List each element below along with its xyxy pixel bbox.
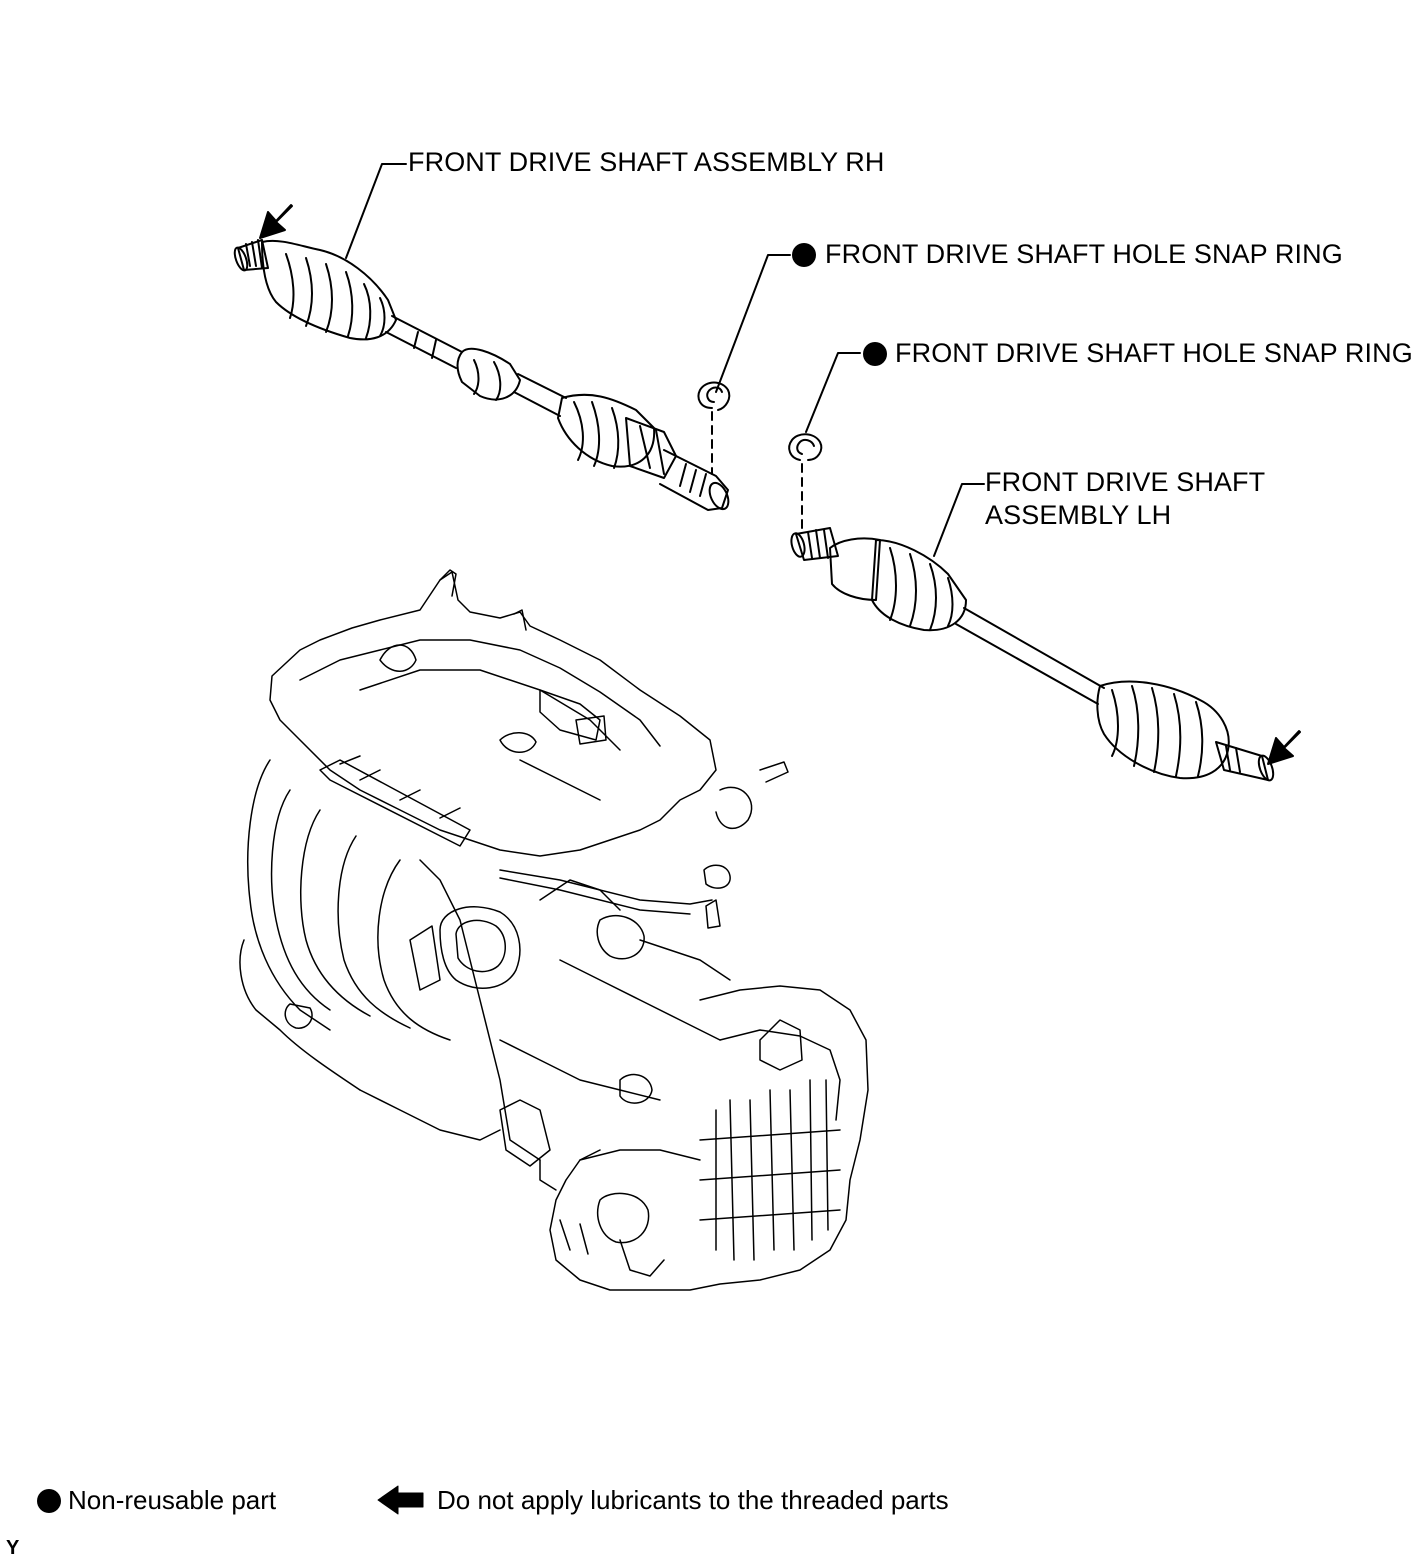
legend-non-reusable: Non-reusable part [68,1485,277,1515]
arrow-down-left-icon [1267,730,1301,765]
non-reusable-dot-icon [792,243,816,267]
snap-ring-rh [697,381,731,411]
engine-transaxle-assembly [239,569,869,1291]
arrow-down-left-icon [259,204,293,239]
non-reusable-dot-icon [37,1489,61,1513]
label-front-drive-shaft-lh-line1: FRONT DRIVE SHAFT [985,467,1266,497]
label-snap-ring-rh: FRONT DRIVE SHAFT HOLE SNAP RING [825,239,1343,269]
arrow-left-icon [377,1485,424,1515]
label-front-drive-shaft-rh: FRONT DRIVE SHAFT ASSEMBLY RH [408,147,885,177]
label-snap-ring-lh: FRONT DRIVE SHAFT HOLE SNAP RING [895,338,1413,368]
snap-ring-lh [788,433,823,461]
front-drive-shaft-rh [233,239,730,511]
legend-no-lubricant: Do not apply lubricants to the threaded … [437,1485,949,1515]
figure-code: Y [6,1537,20,1559]
label-front-drive-shaft-lh-line2: ASSEMBLY LH [985,500,1172,530]
non-reusable-dot-icon [863,342,887,366]
front-drive-shaft-lh [790,527,1275,782]
